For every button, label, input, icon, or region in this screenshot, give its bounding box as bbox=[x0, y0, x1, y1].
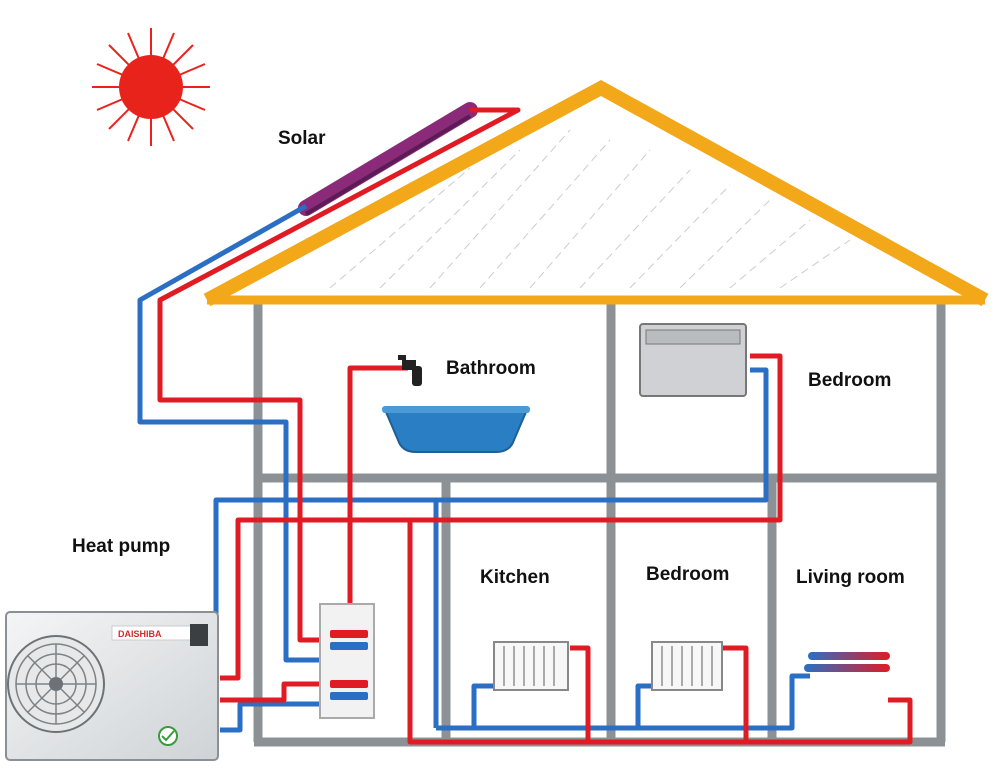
attic-hatching bbox=[329, 129, 851, 289]
wall-heater-icon bbox=[639, 323, 747, 397]
solar-panel bbox=[298, 102, 478, 216]
heat-pump-brand: DAISHIBA bbox=[118, 629, 162, 639]
label-solar: Solar bbox=[278, 128, 326, 149]
label-heat-pump: Heat pump bbox=[72, 536, 171, 557]
radiator-bedroom-icon bbox=[651, 641, 723, 691]
label-bedroom-upper: Bedroom bbox=[808, 370, 892, 391]
cold-pipes bbox=[137, 203, 810, 733]
bathtub-icon bbox=[382, 406, 530, 453]
roof bbox=[203, 80, 989, 307]
water-tank-icon bbox=[319, 603, 375, 719]
radiator-kitchen-icon bbox=[493, 641, 569, 691]
label-bedroom-lower: Bedroom bbox=[646, 564, 730, 585]
faucet-icon bbox=[398, 355, 422, 386]
sun-icon bbox=[92, 28, 210, 146]
heat-pump-unit: DAISHIBA bbox=[5, 611, 219, 761]
label-living-room: Living room bbox=[796, 567, 905, 588]
label-bathroom: Bathroom bbox=[446, 358, 536, 379]
underfloor-heater-icon bbox=[804, 652, 890, 672]
label-kitchen: Kitchen bbox=[480, 567, 550, 588]
hot-pipes bbox=[157, 107, 913, 745]
